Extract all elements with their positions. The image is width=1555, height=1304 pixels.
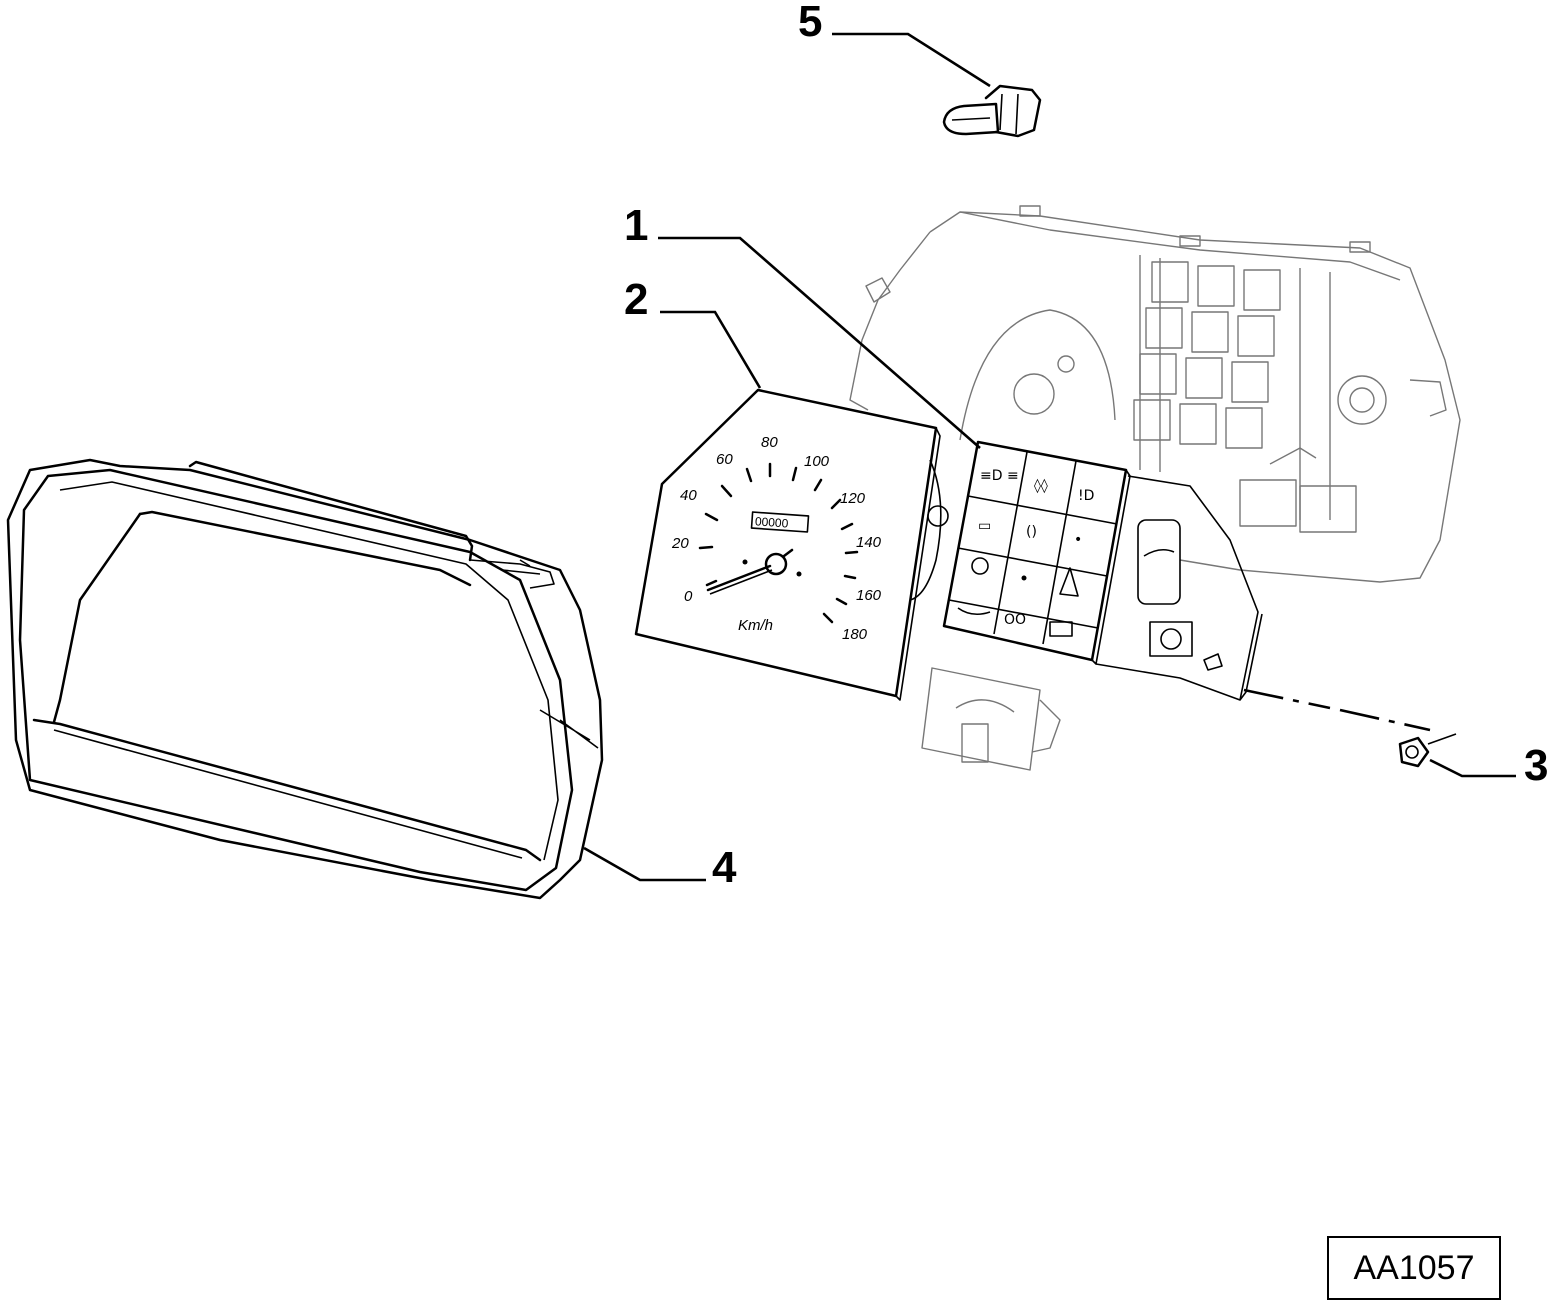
drawing-reference-code: AA1057 [1327, 1236, 1501, 1300]
speedometer-needle [706, 548, 802, 595]
auxiliary-gauge [921, 667, 1061, 771]
warning-light-panel: ≡D ≡ ◊◊ !D ▭ () • OO [942, 440, 1131, 665]
cluster-rear-housing [849, 205, 1461, 583]
speed-label-60: 60 [716, 451, 733, 468]
parking-brake-symbol [971, 557, 989, 575]
front-bezel [6, 458, 604, 900]
speed-label-140: 140 [856, 534, 882, 551]
callout-2: 2 [624, 275, 648, 324]
leader-4 [583, 846, 706, 882]
leader-3 [1429, 758, 1516, 778]
odometer-display: 00000 [750, 511, 810, 533]
leader-lines [583, 32, 1516, 882]
speed-unit-label: Km/h [738, 617, 773, 634]
callout-5: 5 [798, 0, 822, 46]
housing-grid [1133, 261, 1357, 533]
callout-1: 1 [624, 201, 648, 250]
indicator-symbol: • [1074, 532, 1082, 548]
side-indicator-module [1095, 475, 1263, 701]
speed-label-180: 180 [842, 626, 868, 643]
speed-label-0: 0 [684, 588, 693, 605]
callout-3: 3 [1524, 741, 1548, 790]
speed-label-40: 40 [680, 487, 697, 504]
bulb-holder [942, 84, 1042, 138]
speed-label-160: 160 [856, 587, 882, 604]
fog-light-symbol: ◊◊ [1034, 478, 1048, 494]
oil-pressure-symbol [957, 607, 991, 616]
leader-1 [658, 236, 981, 449]
screw [1243, 688, 1457, 768]
callout-4: 4 [712, 843, 737, 892]
lamp-symbol: () [1026, 524, 1037, 540]
leader-2 [660, 310, 762, 389]
headlight-symbol: ≡D ≡ [980, 468, 1019, 484]
battery-symbol [1049, 621, 1073, 637]
hazard-symbol [1059, 567, 1079, 597]
speed-label-20: 20 [671, 535, 689, 552]
speedometer-dial: 0 20 40 60 80 100 120 140 160 180 00000 … [634, 388, 949, 701]
glow-plug-symbol: OO [1004, 612, 1026, 628]
speed-label-100: 100 [804, 453, 830, 470]
beam-symbol: !D [1078, 488, 1094, 504]
rear-defrost-symbol: ▭ [978, 518, 991, 534]
speed-label-120: 120 [840, 490, 866, 507]
speed-label-80: 80 [761, 434, 778, 451]
leader-5 [832, 32, 991, 88]
svg-text:00000: 00000 [755, 514, 790, 530]
speedometer-ticks [698, 462, 859, 624]
